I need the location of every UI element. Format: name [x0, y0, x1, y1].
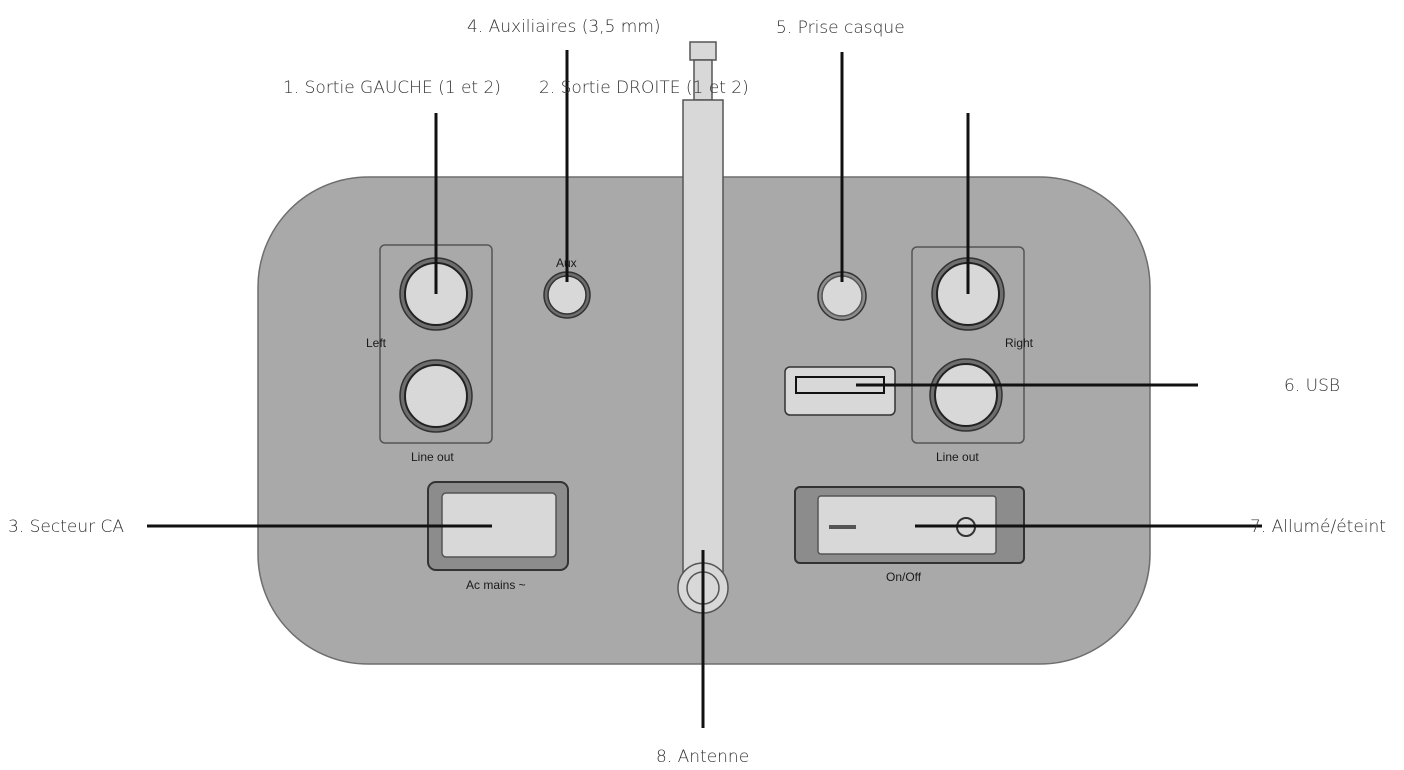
callout-5: 5. Prise casque [776, 18, 905, 38]
aux-jack [543, 271, 591, 319]
callout-4: 4. Auxiliaires (3,5 mm) [467, 17, 661, 37]
antenna-rod [682, 99, 724, 581]
power-switch [794, 486, 1025, 564]
callout-1: 1. Sortie GAUCHE (1 et 2) [283, 78, 501, 98]
label-line-out-right: Line out [936, 450, 979, 464]
callout-2: 2. Sortie DROITE (1 et 2) [539, 78, 749, 98]
antenna-tip [689, 41, 717, 61]
label-on-off: On/Off [886, 570, 922, 584]
label-line-out-left: Line out [411, 450, 454, 464]
line-out-right-jack-2 [929, 358, 1003, 432]
usb-port [784, 366, 896, 416]
headphone-jack [817, 271, 867, 321]
callout-8: 8. Antenne [656, 747, 749, 767]
callout-3: 3. Secteur CA [8, 517, 124, 537]
line-out-left-jack-2 [399, 359, 473, 433]
label-ac-mains: Ac mains ~ [466, 578, 526, 592]
callout-7: 7. Allumé/éteint [1250, 517, 1386, 537]
antenna [677, 41, 729, 614]
callout-6: 6. USB [1284, 376, 1340, 396]
label-left: Left [366, 336, 387, 350]
label-right: Right [1005, 336, 1034, 350]
